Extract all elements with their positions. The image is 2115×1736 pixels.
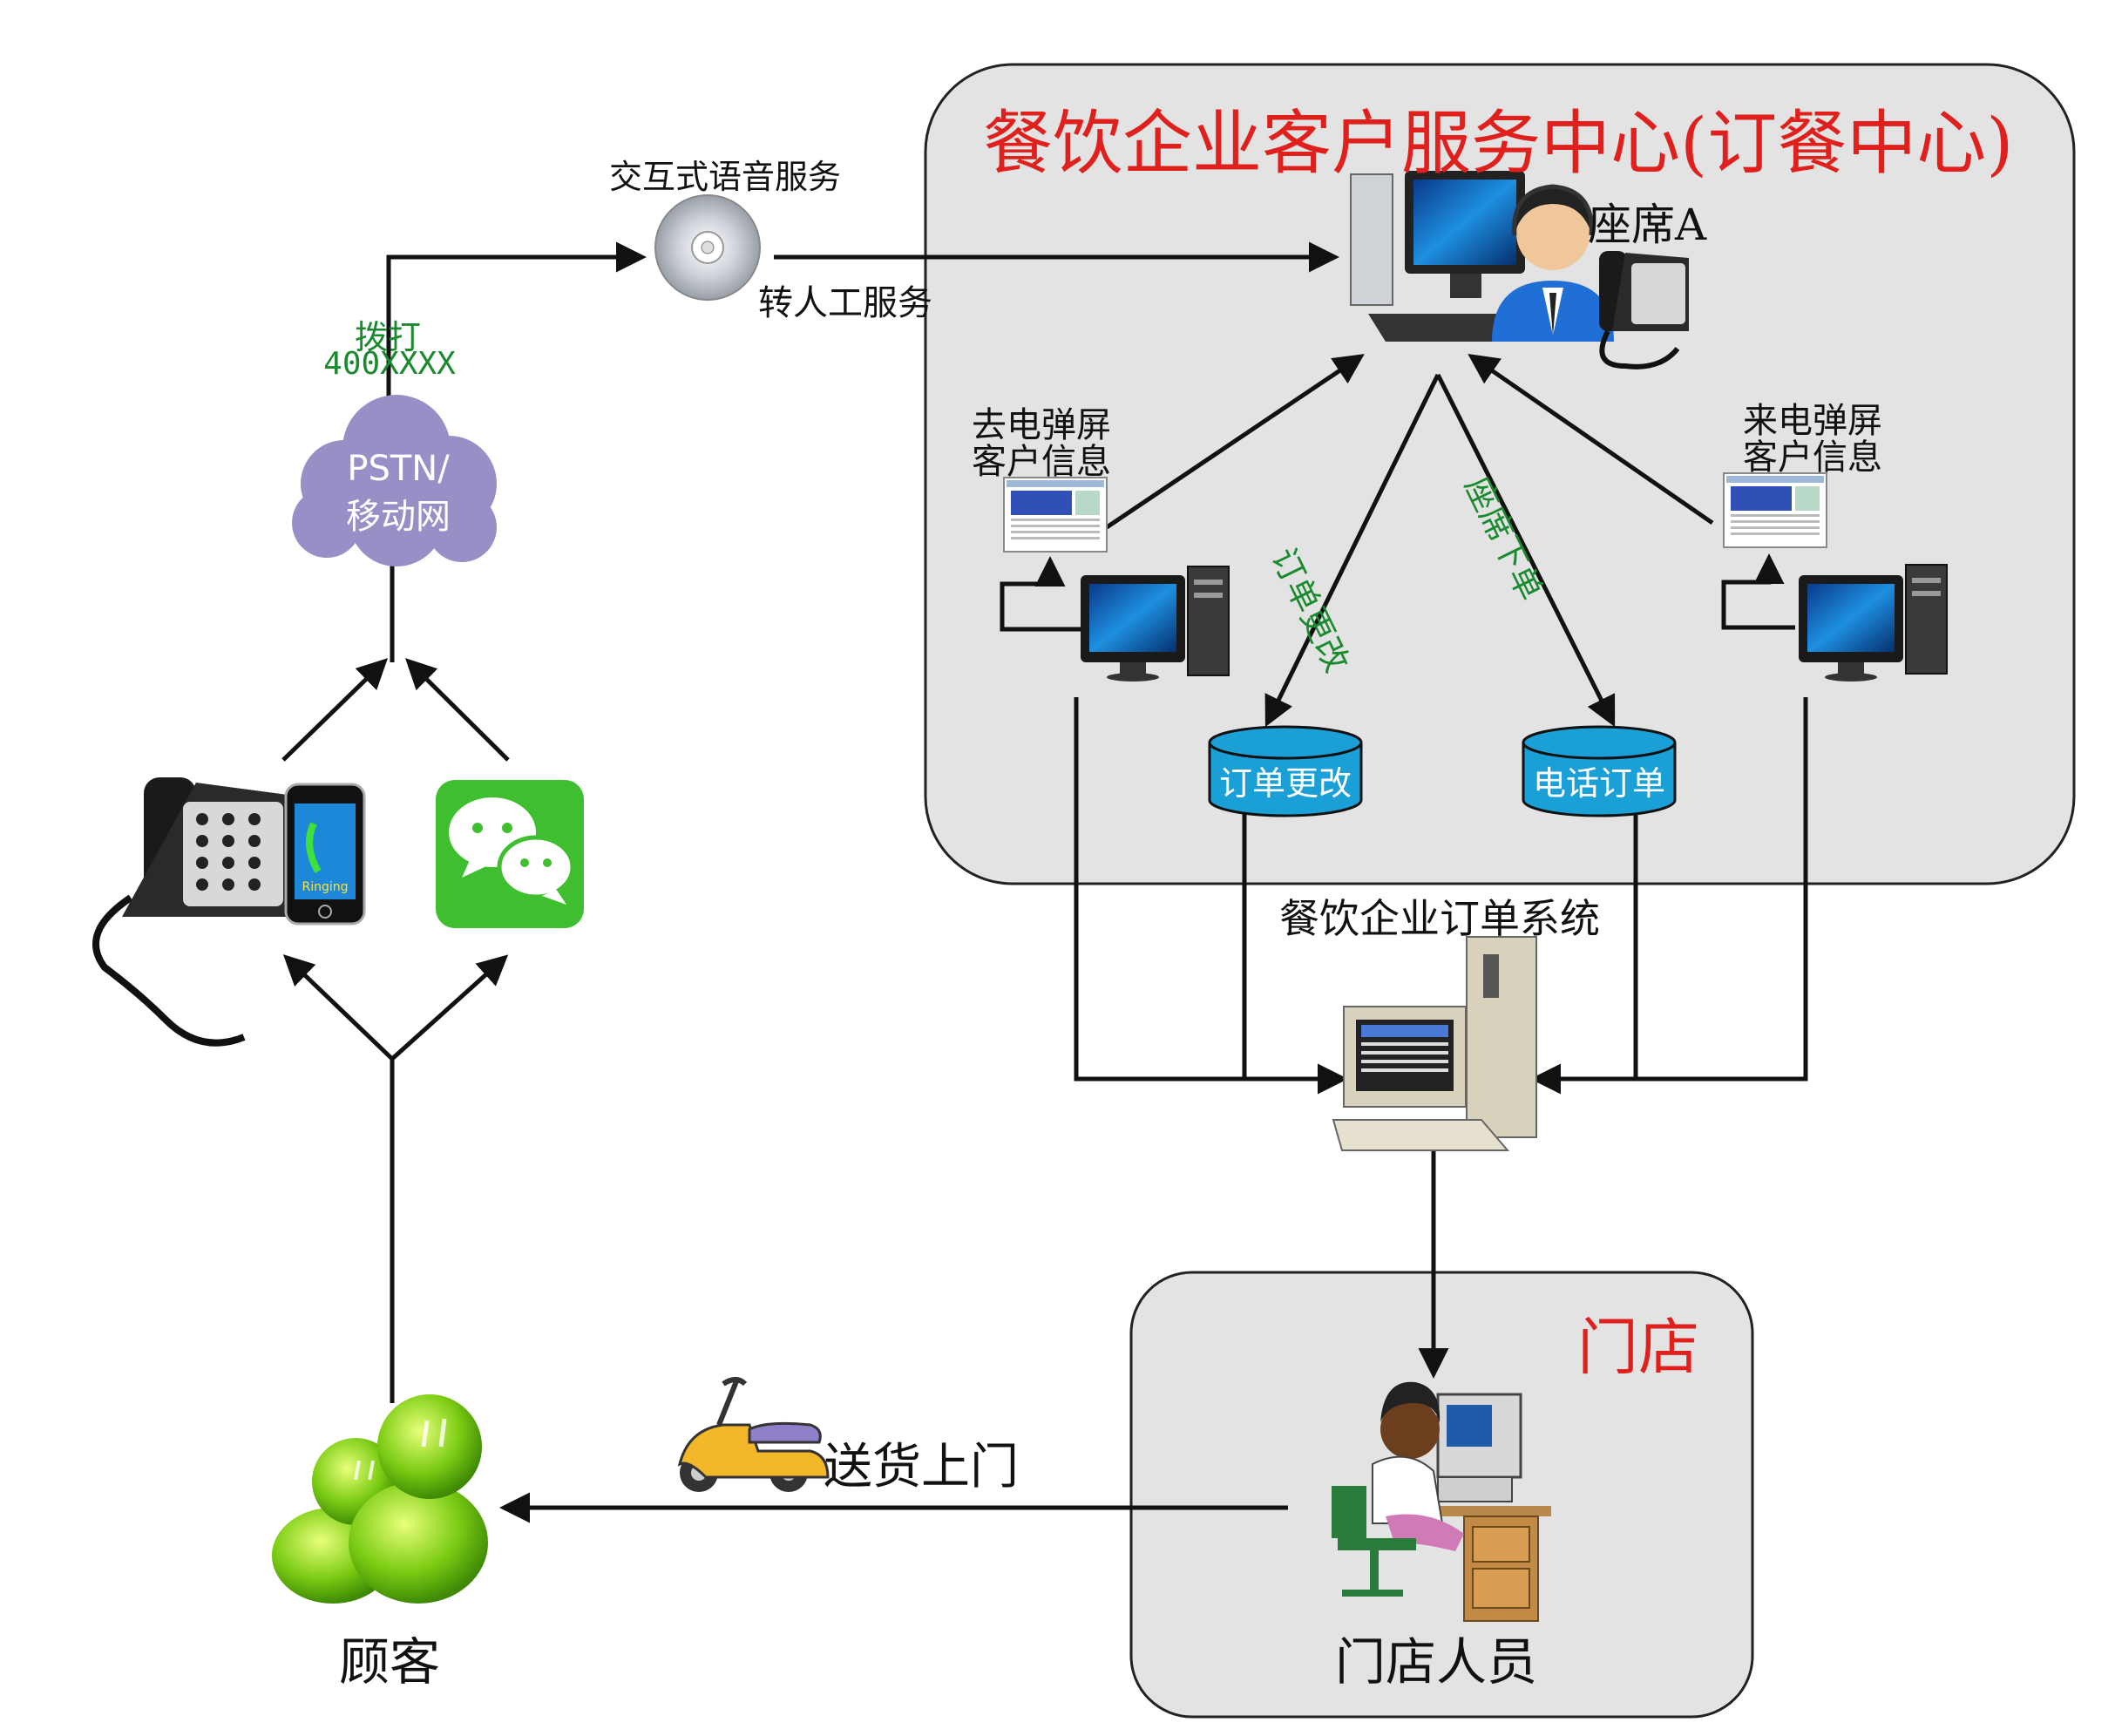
order-change-database-icon — [1208, 725, 1363, 817]
network-label-line2: 移动网 — [346, 497, 451, 537]
dial-label: 拨打 — [354, 318, 422, 356]
incoming-popup-label-line2: 客户信息 — [1743, 437, 1882, 478]
delivery-scooter-icon — [677, 1377, 830, 1492]
right-computer-icon — [1799, 564, 1948, 682]
outgoing-popup-label-line2: 客户信息 — [972, 442, 1111, 482]
agent-workstation-icon — [1350, 171, 1534, 342]
transfer-to-agent-label: 转人工服务 — [758, 283, 932, 323]
dial-number-label: 400XXXX — [323, 346, 456, 382]
connectors — [281, 241, 1808, 1523]
service-center-title: 餐饮企业客户服务中心(订餐中心) — [983, 103, 2014, 184]
store-title: 门店 — [1577, 1312, 1699, 1383]
phone-order-database-icon — [1522, 725, 1677, 817]
customer-icon — [272, 1394, 488, 1604]
cd-icon — [654, 194, 761, 301]
outgoing-popup-label-line1: 去电弹屏 — [972, 405, 1111, 445]
service-center-box — [924, 63, 2076, 885]
incoming-popup-screenshot — [1723, 472, 1827, 548]
outgoing-popup-screenshot — [1003, 477, 1108, 553]
mobile-ringing-text: Ringing — [302, 880, 349, 894]
order-system-label: 餐饮企业订单系统 — [1279, 895, 1600, 942]
store-staff-label: 门店人员 — [1334, 1632, 1538, 1692]
store-staff-icon — [1332, 1381, 1551, 1622]
delivery-label: 送货上门 — [824, 1439, 1019, 1495]
left-computer-icon — [1081, 566, 1230, 682]
cloud-icon — [292, 395, 497, 566]
ivr-label: 交互式语音服务 — [608, 158, 842, 196]
incoming-popup-label-line1: 来电弹屏 — [1743, 401, 1882, 441]
agent-a-label: 座席A — [1588, 200, 1707, 250]
mobile-phone-icon — [284, 783, 366, 926]
network-label-line1: PSTN/ — [347, 449, 450, 489]
db-phone-order-label: 电话订单 — [1532, 764, 1666, 803]
agent-desk-phone-icon — [1599, 251, 1689, 370]
order-system-server-icon — [1332, 936, 1537, 1151]
desk-phone-icon — [92, 777, 288, 1047]
db-order-change-label: 订单更改 — [1218, 764, 1352, 803]
wechat-icon — [436, 780, 584, 928]
agent-person-icon — [1492, 184, 1614, 342]
customer-label: 顾客 — [338, 1632, 441, 1692]
